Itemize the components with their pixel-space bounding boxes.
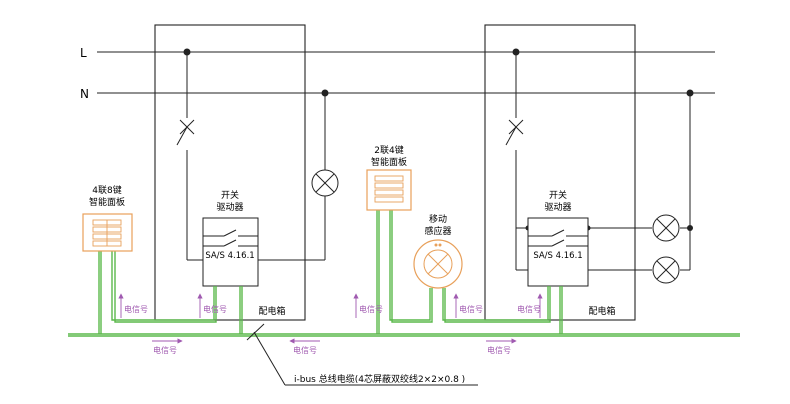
panel-label-line1: 2联4键 [374, 144, 403, 156]
ibus-bus-lines [68, 210, 740, 337]
signal-label: 电信号 [124, 304, 148, 314]
panel-label-line2: 智能面板 [371, 156, 407, 168]
signal-labels: 电信号 电信号 电信号 电信号 电信号 电信号 电信号 电信号 [124, 304, 541, 355]
signal-arrows [118, 293, 543, 344]
sensor-label-line2: 感应器 [424, 225, 451, 237]
driver-contacts-left [203, 229, 258, 247]
line-l-label: L [80, 46, 87, 60]
signal-label: 电信号 [153, 345, 177, 355]
sensor-icon [423, 243, 453, 279]
left-circuit-wiring [176, 52, 326, 261]
lamp-icon [652, 256, 680, 284]
signal-label: 电信号 [459, 304, 483, 314]
box-label: 配电箱 [588, 305, 615, 317]
right-circuit-wiring [505, 52, 691, 271]
sensor-label-line1: 移动 [429, 213, 447, 225]
driver-label-line2: 驱动器 [216, 202, 243, 213]
panel-buttons [374, 175, 404, 203]
power-lines [97, 51, 715, 94]
junction-dot [512, 48, 520, 56]
driver-contacts-right [528, 229, 588, 247]
signal-label: 电信号 [203, 304, 227, 314]
lamp-icon [311, 169, 339, 197]
signal-label: 电信号 [359, 304, 383, 314]
signal-label: 电信号 [517, 304, 541, 314]
distribution-box-left [154, 24, 306, 321]
panel-label-line2: 智能面板 [89, 196, 125, 208]
box-label: 配电箱 [258, 305, 285, 317]
junction-dot [686, 89, 694, 97]
bus-cable-label: i-bus 总线电缆(4芯屏蔽双绞线2×2×0.8 ) [294, 373, 465, 385]
panel-buttons [92, 219, 122, 247]
driver-label-line1: 开关 [221, 189, 239, 201]
junction-dot [183, 48, 191, 56]
driver-model-label: SA/S 4.16.1 [533, 251, 582, 261]
driver-model-label: SA/S 4.16.1 [205, 251, 254, 261]
junction-dot [321, 89, 329, 97]
lamp-icon [652, 214, 680, 242]
driver-label-line2: 驱动器 [544, 202, 571, 213]
bus-cable-callout [246, 323, 478, 386]
switch-driver-right [527, 217, 589, 287]
signal-label: 电信号 [487, 345, 511, 355]
signal-label: 电信号 [293, 345, 317, 355]
line-n-label: N [80, 87, 89, 101]
switch-driver-left [202, 217, 259, 287]
panel-label-line1: 4联8键 [92, 184, 121, 196]
driver-label-line1: 开关 [549, 189, 567, 201]
junction-dot [687, 225, 693, 231]
